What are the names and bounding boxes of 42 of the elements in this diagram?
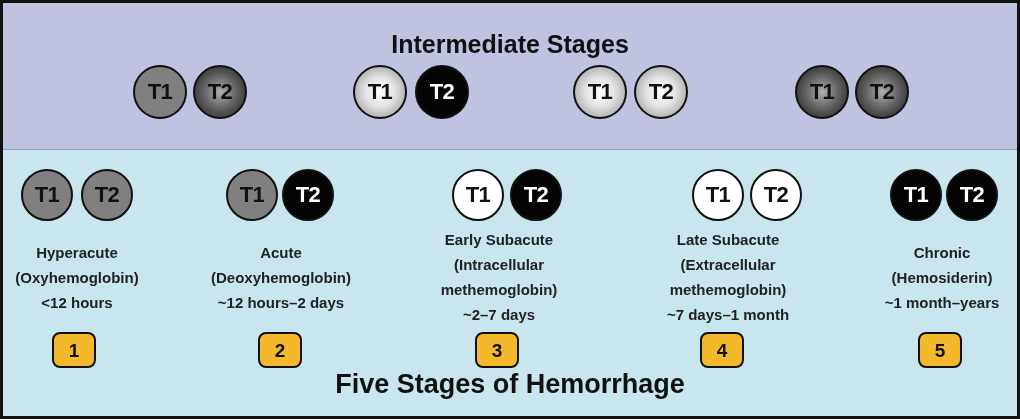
blood-product-name: (Deoxyhemoglobin): [211, 267, 351, 288]
signal-circle: T1: [133, 65, 187, 119]
stage-name: Late Subacute: [676, 230, 780, 250]
signal-circle: T2: [193, 65, 247, 119]
stage-duration: ~1 month–years: [884, 292, 1000, 313]
signal-circle: T1: [795, 65, 849, 119]
stage-duration: ~12 hours–2 days: [217, 292, 345, 313]
stage-number-badge: 2: [258, 332, 302, 368]
blood-product-name: (Extracellular methemoglobin): [668, 255, 788, 300]
signal-circle: T1: [21, 169, 73, 221]
stage-number-badge: 1: [52, 332, 96, 368]
upper-panel: [0, 0, 1020, 151]
signal-circle: T2: [750, 169, 802, 221]
signal-circle: T1: [692, 169, 744, 221]
signal-circle: T1: [226, 169, 278, 221]
stage-number-badge: 5: [918, 332, 962, 368]
blood-product-name: (Hemosiderin): [891, 267, 993, 288]
signal-circle: T2: [415, 65, 469, 119]
signal-circle: T1: [353, 65, 407, 119]
signal-circle: T2: [634, 65, 688, 119]
stage-duration: ~7 days–1 month: [666, 305, 790, 325]
signal-circle: T1: [890, 169, 942, 221]
signal-circle: T1: [452, 169, 504, 221]
stage-number-badge: 3: [475, 332, 519, 368]
lower-panel: [0, 150, 1020, 419]
stage-name: Hyperacute: [36, 242, 118, 263]
stage-name: Chronic: [913, 242, 971, 263]
stage-number-badge: 4: [700, 332, 744, 368]
signal-circle: T2: [282, 169, 334, 221]
section-heading: Five Stages of Hemorrhage: [335, 370, 685, 400]
signal-circle: T2: [855, 65, 909, 119]
signal-circle: T1: [573, 65, 627, 119]
section-heading: Intermediate Stages: [391, 31, 629, 59]
signal-circle: T2: [946, 169, 998, 221]
stage-duration: ~2–7 days: [462, 305, 536, 325]
signal-circle: T2: [510, 169, 562, 221]
stage-duration: <12 hours: [41, 292, 113, 313]
blood-product-name: (Intracellular methemoglobin): [439, 255, 559, 300]
signal-circle: T2: [81, 169, 133, 221]
stage-name: Acute: [260, 242, 302, 263]
blood-product-name: (Oxyhemoglobin): [15, 267, 139, 288]
stage-name: Early Subacute: [444, 230, 554, 250]
